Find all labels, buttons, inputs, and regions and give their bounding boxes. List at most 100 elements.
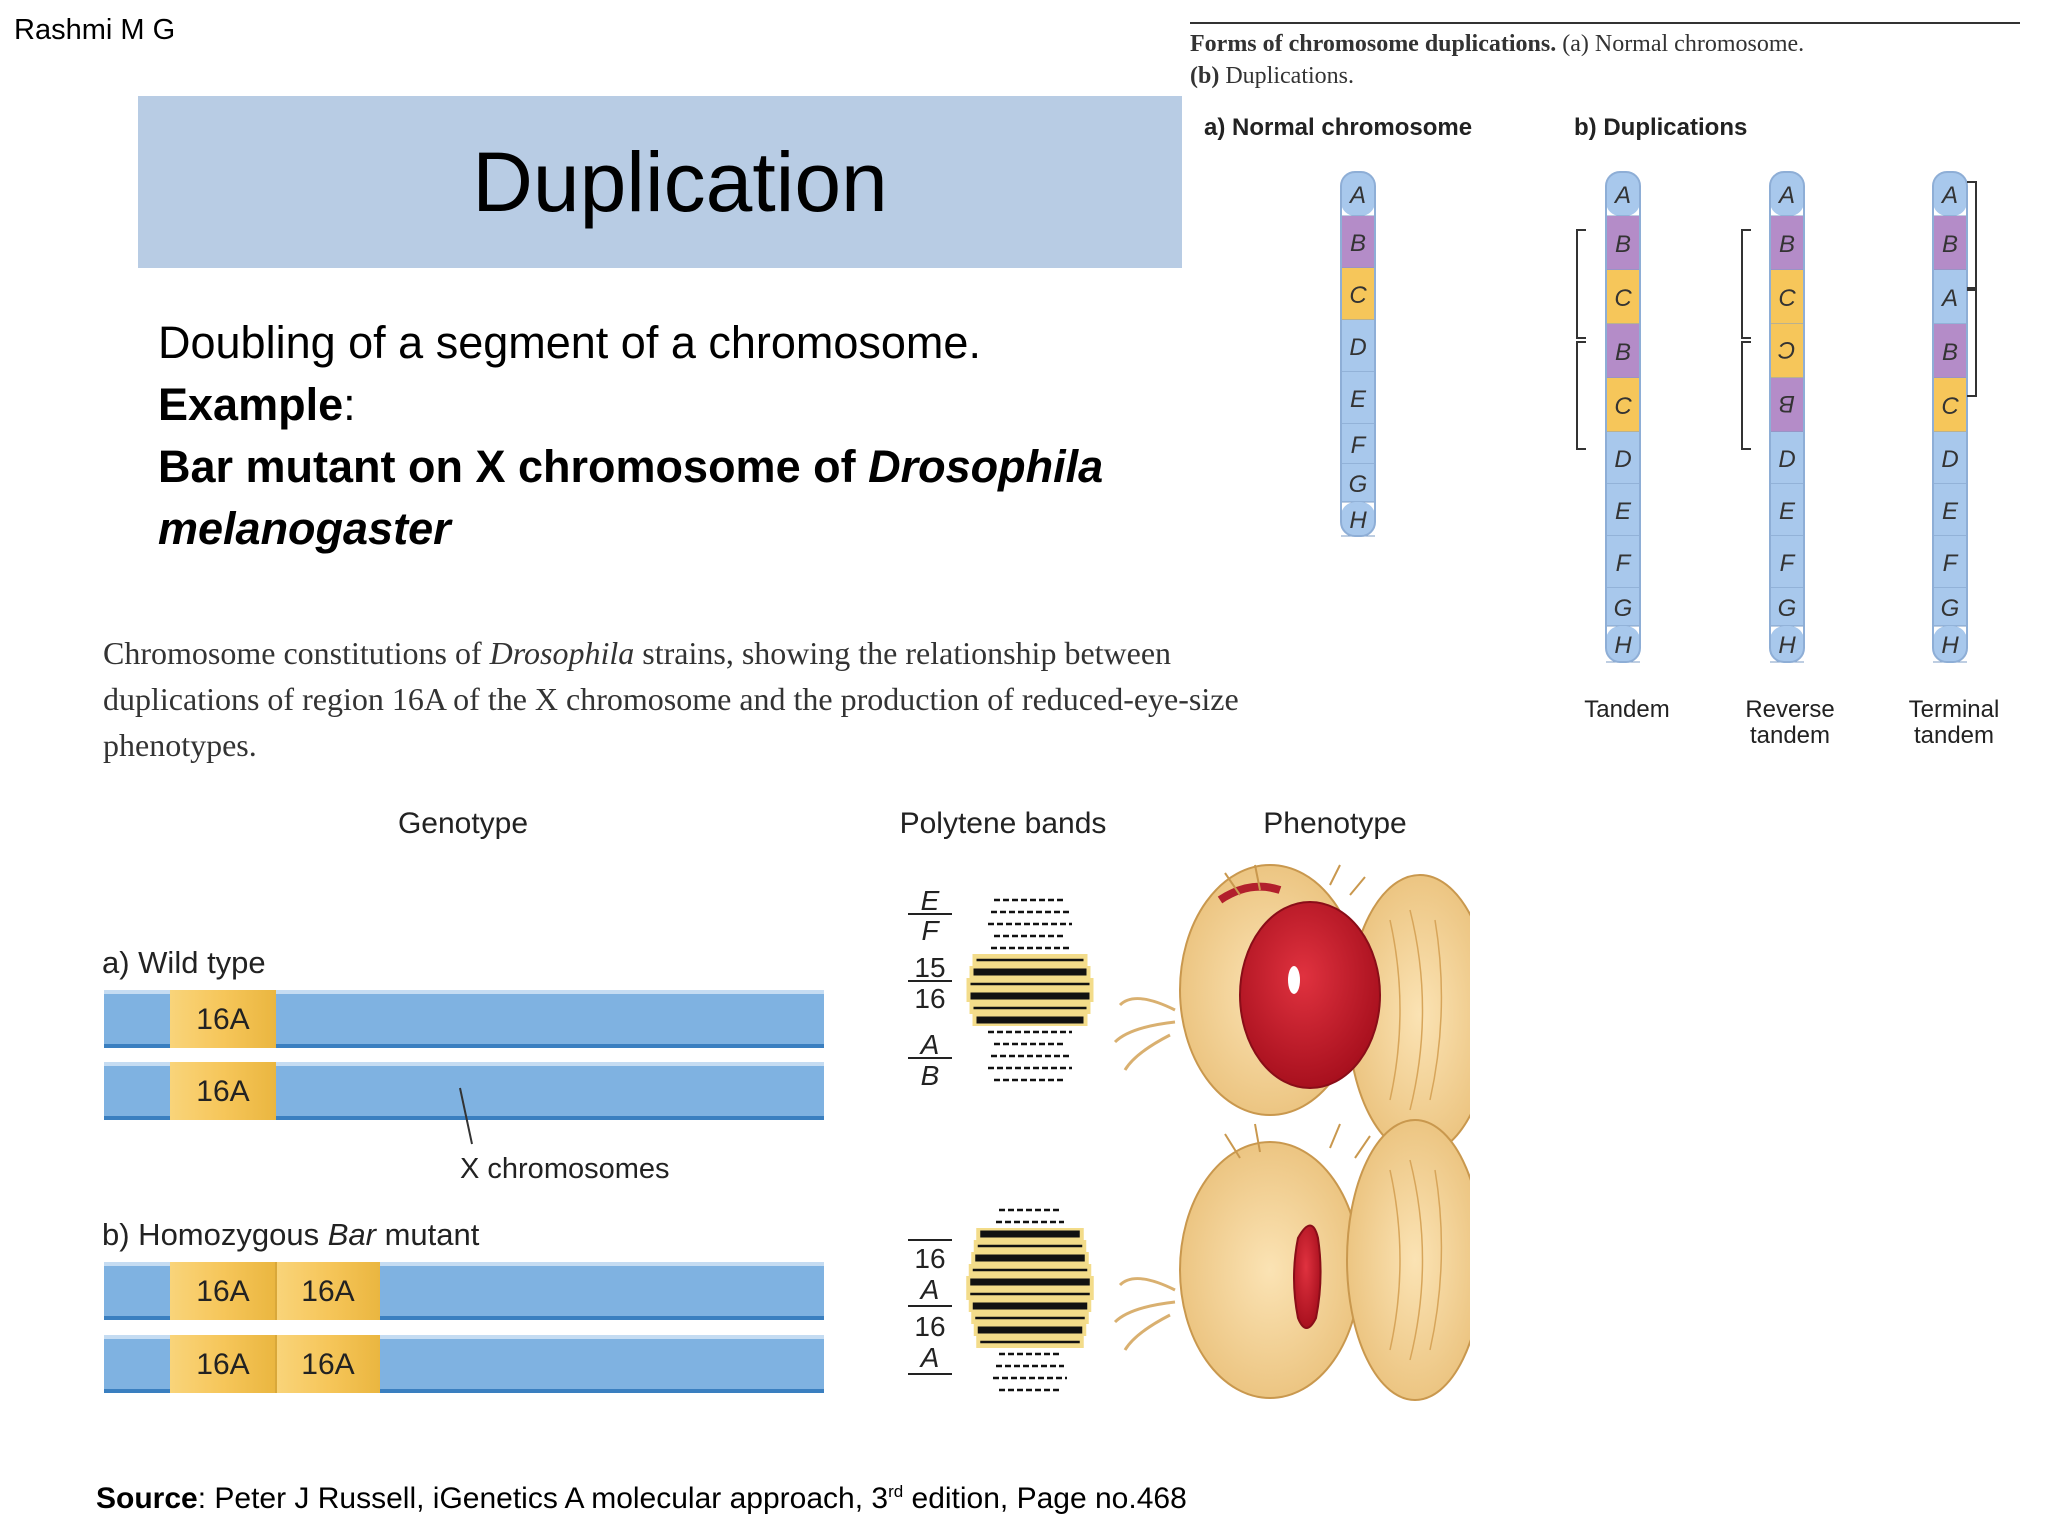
chromosome-band-label: A [1348,182,1366,209]
band-labels-wild: E F 15 16 A B [908,885,952,1091]
chromosome-band [1933,626,1967,662]
caption-bold: Forms of chromosome duplications. [1190,31,1557,57]
chromosome-band [1606,536,1640,588]
chromosome-band [1341,268,1375,320]
chromosome-band-label: E [1942,498,1959,525]
chromosome-band [1341,372,1375,424]
chromosome-band-label: H [1778,632,1796,659]
genotype-header: Genotype [398,807,528,840]
band-label: 15 [914,952,945,983]
chromosome-band-label: E [1779,498,1796,525]
chromosome-band-label: G [1778,595,1797,622]
chromosome-band-label: C [1778,285,1796,312]
example-colon: : [343,379,356,430]
bar-mutant-label: b) Homozygous Bar mutant [102,1217,480,1252]
wild-type-label: a) Wild type [102,945,266,980]
chromosome-band [1341,464,1375,502]
chromosome-band-label: B [1350,230,1366,257]
chromosome-band [1770,626,1804,662]
wild-chromosome-1: 16A [104,990,824,1048]
band-label: A [919,1342,940,1373]
chromosome-band [1341,424,1375,464]
tandem-bracket [1576,229,1586,450]
drosophila-figure-caption: Chromosome constitutions of Drosophila s… [103,630,1303,768]
description: Doubling of a segment of a chromosome. E… [158,312,1103,560]
chromosome-band [1606,378,1640,432]
phenotype-header: Phenotype [1263,807,1406,840]
chromosome-band-label: A [1613,182,1631,209]
band-label: A [919,1029,940,1060]
chromosome-band-label: C [1941,393,1959,420]
chromosome-band [1606,172,1640,216]
chromosome-band-label: F [1780,550,1796,577]
example-label: Example [158,379,344,430]
segment-16a-label: 16A [301,1348,354,1381]
band-label: 16 [914,983,945,1014]
chromosome-band-label: B [1779,231,1795,258]
chromosome-band-label: E [1615,498,1632,525]
chromosome-band [1606,484,1640,536]
band-label: 16 [914,1311,945,1342]
chromosome-band [1933,588,1967,626]
bar-label-pre: b) Homozygous [102,1217,328,1252]
segment-16a-label: 16A [196,1348,249,1381]
chromosome-band-label: A [1777,182,1795,209]
source-text: : Peter J Russell, iGenetics A molecular… [197,1482,889,1515]
source-label: Source [96,1482,198,1515]
source-text-2: edition, Page no.468 [903,1482,1187,1515]
caption-a: (a) Normal chromosome. [1556,31,1805,57]
chromosome-band-label: G [1614,595,1633,622]
chromosome-band [1933,378,1967,432]
chromosome-band-label: C [1614,393,1632,420]
chromosome-band [1770,432,1804,484]
chromosome-band-label: B [1779,390,1795,417]
x-chromosomes-label: X chromosomes [460,1153,670,1185]
chromosome-band-label: F [1943,550,1959,577]
chromosome-band [1606,216,1640,270]
chromosome-band-label: G [1349,471,1368,498]
chromosome-band-label: B [1615,339,1631,366]
chromosome-band [1770,172,1804,216]
chromosome-band-label: A [1940,285,1958,312]
chromosome-band-label: D [1349,334,1366,361]
chromosome-band [1770,536,1804,588]
band-labels-bar: 16 A 16 A [908,1239,952,1375]
polytene-header: Polytene bands [900,807,1107,840]
chromosome-band-label: B [1615,231,1631,258]
chromosome-band-label: C [1778,336,1796,363]
bar-label-italic: Bar [328,1217,378,1252]
example-text: Bar mutant on X chromosome of Drosophila [158,436,1103,498]
chromosome-band-label: H [1349,507,1367,534]
band-label: F [921,915,940,946]
type-terminal: Terminal [1909,696,2000,723]
segment-16a-label: 16A [301,1275,354,1308]
slide-title: Duplication [472,134,888,229]
band-label: A [919,1274,940,1305]
chromosome-band-label: H [1941,632,1959,659]
chromosome-band [1341,172,1375,216]
source-sup: rd [888,1482,904,1501]
type-tandem: Tandem [1584,696,1669,723]
genus-text: Drosophila [868,441,1104,492]
wild-type-fly-head [1113,864,1470,1156]
chromosome-band [1606,324,1640,378]
chromosome-band [1606,588,1640,626]
chromosome-band [1770,216,1804,270]
caption-post: strains, showing the relationship betwee… [103,635,1239,763]
chromosome-band-label: D [1614,446,1631,473]
chromosome-band-label: B [1942,339,1958,366]
species-text: melanogaster [158,503,451,554]
chromosome-band [1933,324,1967,378]
chromosome-band-label: D [1778,446,1795,473]
chromosome-band-label: A [1940,182,1958,209]
chromosome-band [1341,502,1375,536]
reverse-bracket [1741,229,1751,450]
terminal-bracket [1967,181,1977,397]
chromosome-band [1770,270,1804,324]
chromosome-band-label: B [1942,231,1958,258]
bar-mutant-fly-head [1113,1119,1470,1401]
chromosome-band-label: F [1351,432,1367,459]
